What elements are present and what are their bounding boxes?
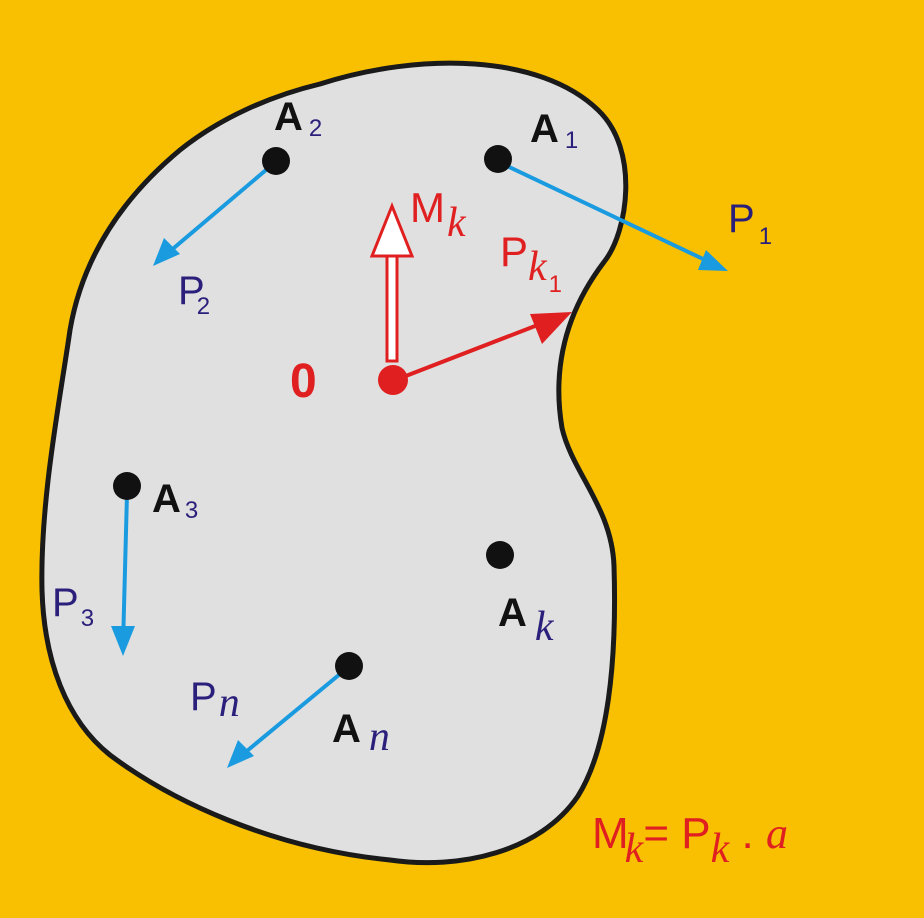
resultant-force-arrow: [397, 319, 549, 381]
label-pn: Pn: [190, 675, 240, 726]
label-p2: P2: [178, 269, 210, 320]
resultant-vectors: [369, 201, 572, 381]
point-a2: [262, 147, 290, 175]
force-arrow-pn: [234, 672, 342, 762]
moment-arrow-head: [369, 201, 415, 258]
label-resultant: Pk1: [500, 228, 562, 298]
point-ak: [486, 541, 514, 569]
point-a1: [484, 145, 512, 173]
label-moment: Mk: [410, 184, 467, 246]
force-arrows: [111, 163, 728, 768]
origin-label: 0: [290, 355, 317, 408]
application-points: [113, 145, 514, 680]
force-arrow-p1: [504, 163, 723, 270]
resultant-force-arrow-head: [530, 312, 572, 344]
force-arrow-p3: [121, 493, 129, 646]
origin-point: [378, 365, 408, 395]
force-arrow-pn-head: [227, 740, 254, 768]
moment-arrow-shaft: [385, 253, 399, 363]
point-an: [335, 652, 363, 680]
force-arrow-p2-head: [153, 238, 180, 266]
label-p3: P3: [52, 581, 94, 632]
body-outline: [39, 60, 629, 866]
formula: Mk= Pk . a: [592, 809, 788, 872]
force-arrow-p3-head: [111, 626, 135, 656]
force-arrow-p2: [160, 168, 268, 260]
point-a3: [113, 472, 141, 500]
force-arrow-p1-head: [698, 250, 728, 271]
